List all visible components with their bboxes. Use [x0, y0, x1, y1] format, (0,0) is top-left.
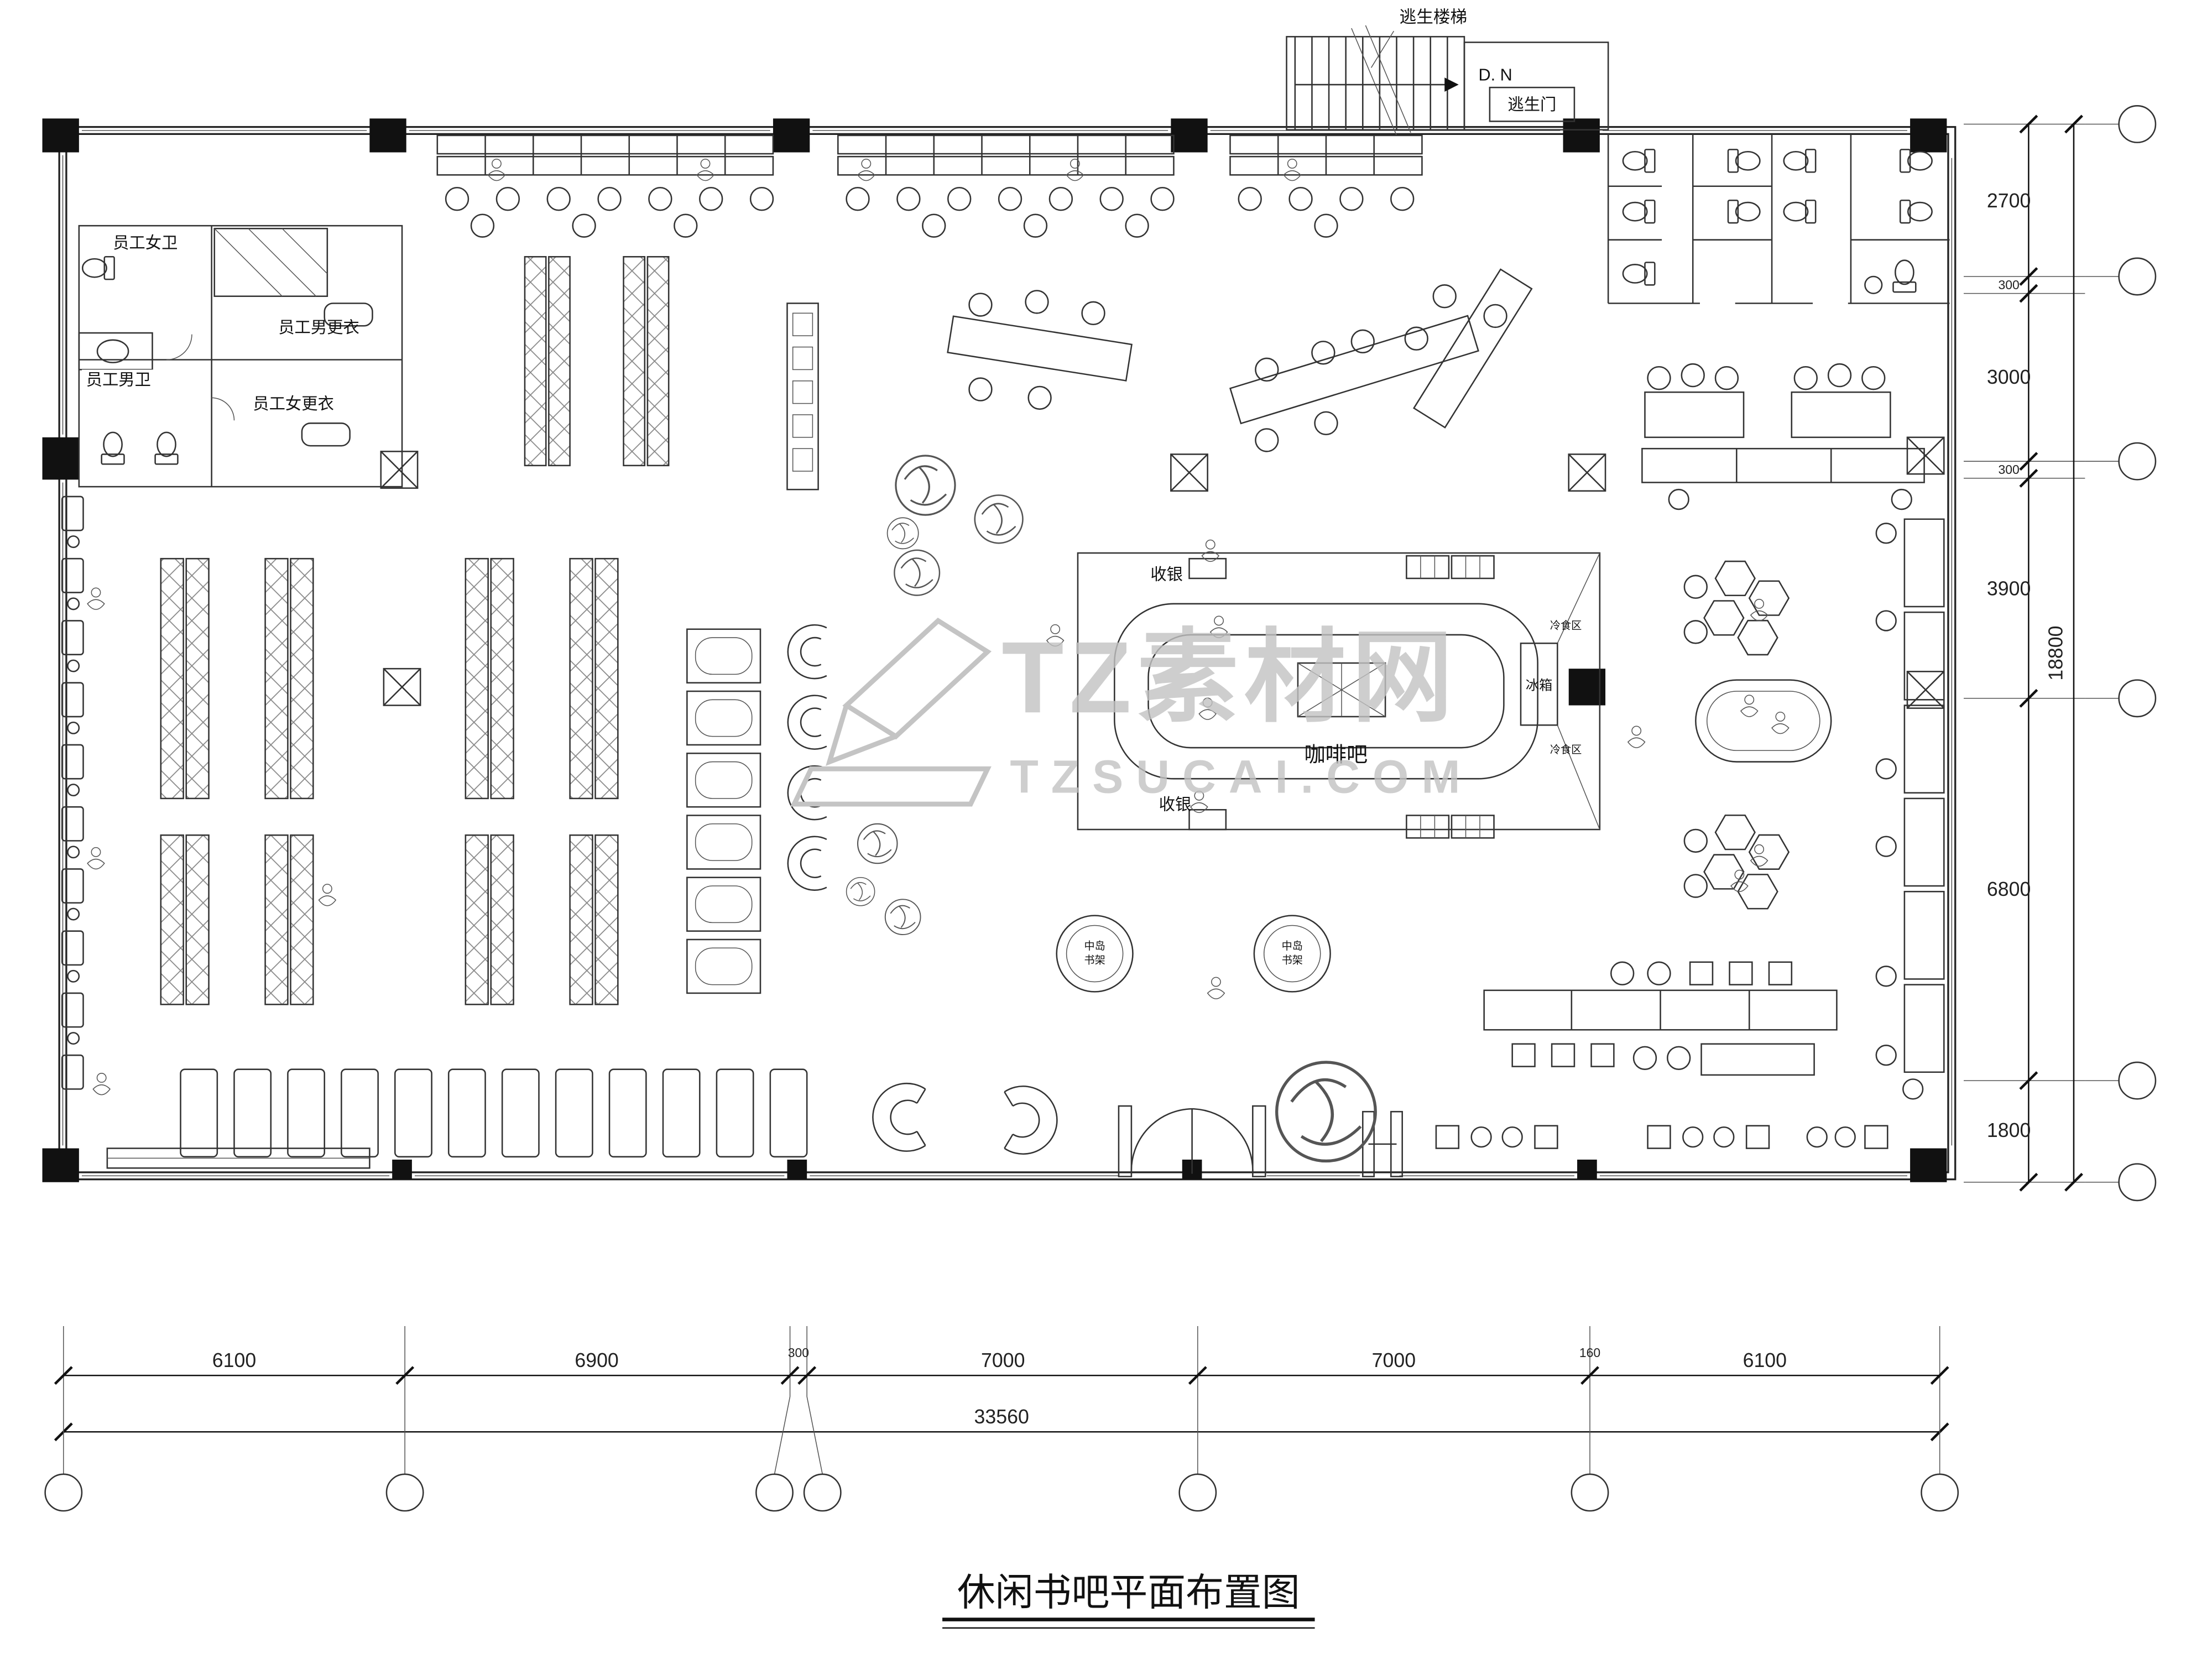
page-title: 休闲书吧平面布置图 [957, 1572, 1300, 1614]
dim-bottom-3: 7000 [981, 1349, 1025, 1371]
escape-stair: 逃生楼梯 D. N 逃生门 [1286, 8, 1609, 136]
dim-bottom-0: 6100 [212, 1349, 256, 1371]
island-2-line2: 书架 [1282, 954, 1303, 966]
building-shell [42, 118, 1957, 1182]
escape-stair-label: 逃生楼梯 [1400, 8, 1467, 27]
bookshelves [160, 256, 819, 1005]
island-1-line1: 中岛 [1084, 940, 1105, 952]
dimensions-bottom: 6100 6900 300 7000 7000 160 6100 33560 [44, 1326, 1959, 1512]
staff-rooms: 员工女卫 员工男更衣 员工男卫 员工女更衣 [78, 225, 419, 489]
room-label-staff-men-wc: 员工男卫 [86, 371, 151, 389]
coffee-bar: 收银 收银 咖啡吧 冰箱 冷食区 冷食区 [1077, 552, 1601, 839]
watermark-brand: TZ素材网 [1001, 620, 1458, 734]
dim-right-5: 6800 [1987, 878, 2031, 900]
dim-right-1: 300 [1999, 278, 2020, 292]
dim-right-0: 2700 [1987, 190, 2031, 212]
island-bookshelves: 中岛 书架 中岛 书架 [1056, 915, 1331, 993]
entrance-tree [1277, 1062, 1376, 1161]
lounge-seat-stacks [686, 624, 828, 994]
public-restrooms [1607, 134, 1950, 304]
dim-bottom-2: 300 [788, 1345, 809, 1360]
dim-bottom-5: 160 [1579, 1345, 1600, 1360]
dim-right-3: 300 [1999, 462, 2020, 477]
cashier-top-label: 收银 [1150, 565, 1183, 583]
cold-food-bottom-label: 冷食区 [1550, 744, 1582, 756]
dim-right-6: 1800 [1987, 1119, 2031, 1141]
dim-bottom-1: 6900 [575, 1349, 618, 1371]
plants [846, 455, 1376, 1161]
dim-right-2: 3000 [1987, 366, 2031, 388]
bottom-right-dining [1435, 961, 1888, 1149]
room-label-staff-women-change: 员工女更衣 [253, 395, 334, 413]
watermark-domain: TZSUCAI.COM [1010, 751, 1473, 803]
cashier-bottom-label: 收银 [1159, 795, 1192, 813]
dim-right-4: 3900 [1987, 578, 2031, 600]
entrance [1118, 1105, 1403, 1177]
room-label-staff-men-change: 员工男更衣 [278, 319, 359, 337]
window-seating-rows [436, 134, 1423, 238]
dim-bottom-6: 6100 [1743, 1349, 1787, 1371]
drawing-title: 休闲书吧平面布置图 [942, 1572, 1315, 1629]
bottom-left-benches [106, 1068, 808, 1169]
coffee-bar-label: 咖啡吧 [1304, 743, 1368, 767]
angled-tables [947, 268, 1533, 452]
escape-door-label: 逃生门 [1507, 96, 1556, 114]
cold-food-top-label: 冷食区 [1550, 620, 1582, 632]
dim-bottom-total: 33560 [974, 1406, 1029, 1428]
people-figures [87, 158, 1790, 1095]
dimensions-right: 2700 300 3000 300 3900 6800 1800 18800 [1964, 105, 2157, 1202]
dim-right-total: 18800 [2045, 625, 2067, 680]
watermark: TZ素材网 TZSUCAI.COM [790, 617, 1473, 807]
island-2-line1: 中岛 [1282, 940, 1303, 952]
dim-bottom-4: 7000 [1372, 1349, 1416, 1371]
stair-direction-label: D. N [1478, 65, 1512, 84]
room-label-staff-women-wc: 员工女卫 [113, 234, 178, 252]
curved-seats [872, 1082, 1058, 1155]
watermark-logo-icon [790, 617, 992, 807]
grid-bubbles-bottom [44, 1396, 1959, 1512]
structural-columns [42, 118, 1947, 1182]
island-1-line2: 书架 [1084, 954, 1105, 966]
right-zone [1641, 363, 1945, 1100]
fridge-label: 冰箱 [1526, 678, 1552, 693]
left-wall-seats [61, 495, 84, 1090]
grid-bubbles-right [2085, 105, 2157, 1202]
